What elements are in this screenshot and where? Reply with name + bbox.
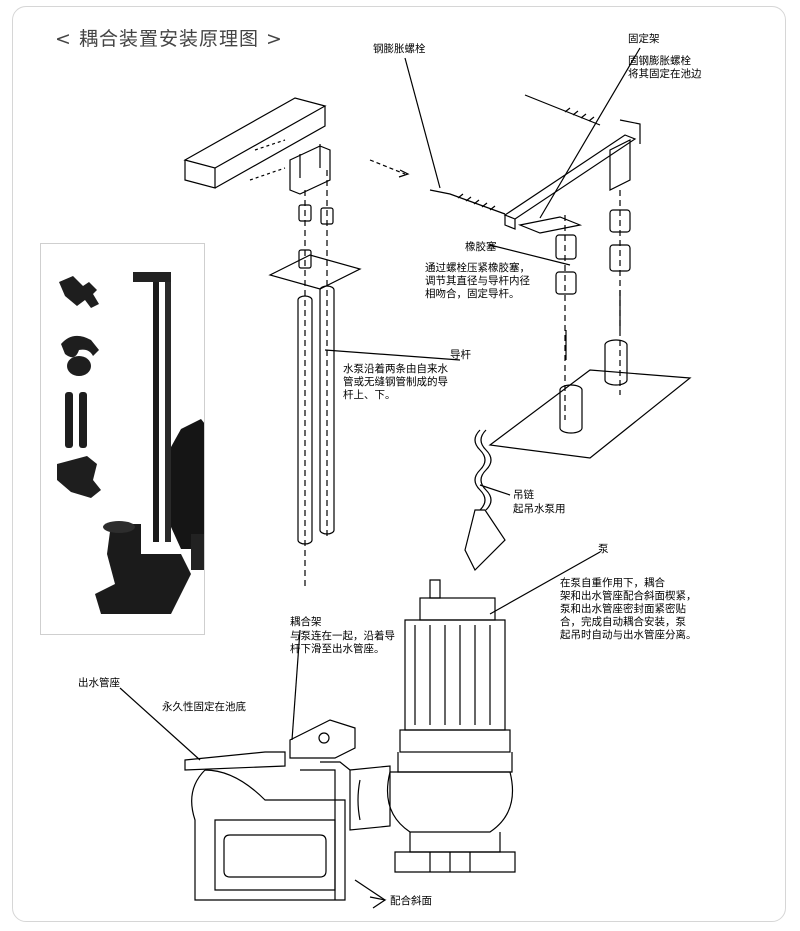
label-outlet-seat: 出水管座 — [78, 677, 120, 689]
label-rubber-plug: 橡胶塞 — [465, 241, 497, 253]
note-outlet-seat: 永久性固定在池底 — [162, 701, 246, 713]
label-pump: 泵 — [598, 543, 609, 555]
product-photo-inset — [40, 243, 211, 635]
note-fixed-bracket: 固钢膨胀螺栓 将其固定在池边 — [628, 55, 702, 80]
concrete-block — [183, 97, 327, 189]
content-frame — [12, 6, 786, 922]
product-photo-illustration — [57, 272, 211, 614]
note-guide-rod: 水泵沿着两条由自来水 管或无缝钢管制成的导 杆上、下。 — [343, 363, 448, 401]
pump-line-art — [349, 579, 516, 873]
label-lifting-chain: 吊链 — [513, 489, 534, 501]
label-guide-rod: 导杆 — [450, 349, 471, 361]
note-pump: 在泵自重作用下，耦合 架和出水管座配合斜面楔紧， 泵和出水管座密封面紧密贴 合，… — [560, 577, 697, 641]
page-title: < 耦合装置安装原理图 > — [55, 28, 283, 50]
label-coupling-bracket: 耦合架 — [290, 616, 322, 628]
note-coupling-bracket: 与泵连在一起，沿着导 杆下滑至出水管座。 — [290, 630, 395, 655]
label-steel-expansion-bolt: 钢膨胀螺栓 — [373, 43, 426, 55]
note-lifting-chain: 起吊水泵用 — [513, 503, 566, 515]
label-fixed-bracket: 固定架 — [628, 33, 660, 45]
note-rubber-plug: 通过螺栓压紧橡胶塞， 调节其直径与导杆内径 相吻合，固定导杆。 — [425, 262, 530, 300]
label-mating-slope: 配合斜面 — [390, 895, 432, 907]
outlet-seat-line-art — [184, 751, 351, 901]
